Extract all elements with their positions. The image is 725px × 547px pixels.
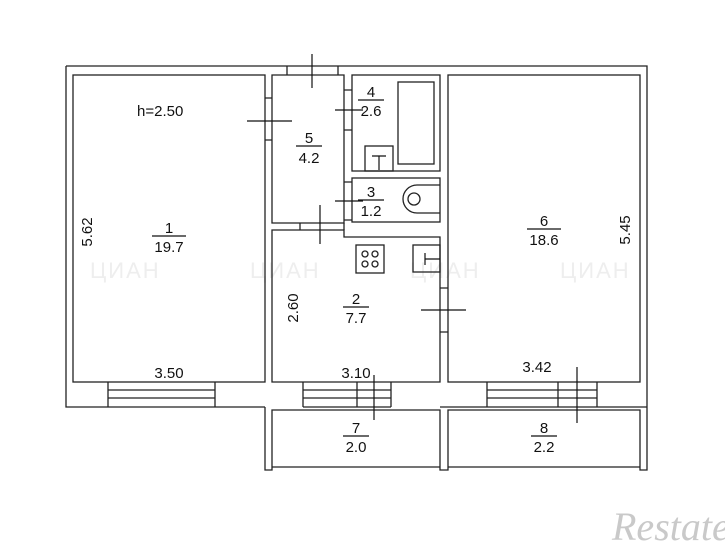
svg-text:18.6: 18.6 bbox=[529, 232, 558, 249]
room-label-4: 4 2.6 bbox=[358, 84, 384, 120]
ceiling-height-label: h=2.50 bbox=[137, 103, 183, 120]
balconies bbox=[264, 407, 648, 471]
sink-icon bbox=[364, 145, 394, 172]
room-6 bbox=[447, 74, 641, 383]
svg-text:6: 6 bbox=[540, 213, 548, 230]
svg-text:8: 8 bbox=[540, 420, 548, 437]
restate-logo: Restate bbox=[611, 504, 725, 547]
room-label-5: 5 4.2 bbox=[296, 130, 322, 167]
svg-text:3: 3 bbox=[367, 184, 375, 201]
room-label-3: 3 1.2 bbox=[358, 184, 384, 220]
stove-icon bbox=[355, 244, 385, 274]
svg-text:4.2: 4.2 bbox=[299, 150, 320, 167]
room-5-corridor bbox=[271, 74, 345, 224]
door-markers bbox=[247, 54, 578, 423]
svg-text:2.0: 2.0 bbox=[346, 439, 367, 456]
svg-text:5: 5 bbox=[305, 130, 313, 147]
svg-text:2: 2 bbox=[352, 291, 360, 308]
watermark-text: ЦИАН bbox=[90, 258, 161, 283]
watermark-strip: ЦИАН ЦИАН ЦИАН ЦИАН bbox=[90, 258, 631, 283]
svg-text:1.2: 1.2 bbox=[361, 203, 382, 220]
room-label-6: 6 18.6 bbox=[527, 213, 561, 249]
dimension-kitchen-width: 3.10 bbox=[341, 365, 370, 382]
svg-text:19.7: 19.7 bbox=[154, 239, 183, 256]
dimension-room6-width: 3.42 bbox=[522, 359, 551, 376]
dimension-room1-width: 3.50 bbox=[154, 365, 183, 382]
room-label-8: 8 2.2 bbox=[531, 420, 557, 456]
room-4-bathroom bbox=[351, 74, 441, 172]
dimension-kitchen-height: 2.60 bbox=[285, 293, 302, 322]
watermark-text: ЦИАН bbox=[410, 258, 481, 283]
room-3-toilet bbox=[351, 177, 441, 223]
svg-text:2.2: 2.2 bbox=[534, 439, 555, 456]
bathtub-icon bbox=[397, 81, 435, 165]
room-label-1: 1 19.7 bbox=[152, 220, 186, 256]
room-label-2: 2 7.7 bbox=[343, 291, 369, 327]
windows bbox=[107, 382, 598, 408]
room-1 bbox=[72, 74, 266, 383]
watermark-text: ЦИАН bbox=[250, 258, 321, 283]
watermark-text: ЦИАН bbox=[560, 258, 631, 283]
dimension-room6-height: 5.45 bbox=[617, 215, 634, 244]
room-label-7: 7 2.0 bbox=[343, 420, 369, 456]
dimension-room1-height: 5.62 bbox=[79, 217, 96, 246]
toilet-icon bbox=[402, 184, 440, 214]
svg-text:1: 1 bbox=[165, 220, 173, 237]
svg-text:7: 7 bbox=[352, 420, 360, 437]
svg-text:4: 4 bbox=[367, 84, 375, 101]
svg-text:7.7: 7.7 bbox=[346, 310, 367, 327]
svg-text:2.6: 2.6 bbox=[361, 103, 382, 120]
